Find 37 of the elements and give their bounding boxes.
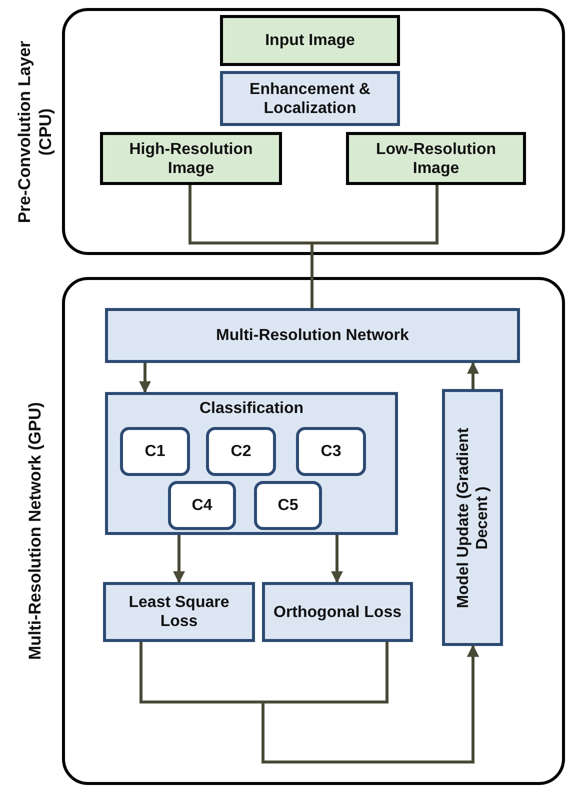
process-box — [220, 71, 400, 126]
classifier-box — [296, 427, 366, 476]
box-label: C1 — [144, 442, 166, 461]
connector-arrow — [467, 362, 479, 389]
module-panel — [105, 392, 398, 535]
box-label: Least Square Loss — [128, 593, 230, 631]
box-label: Enhancement & Localization — [248, 80, 372, 118]
group-container — [62, 277, 565, 785]
classifier-box — [254, 481, 322, 530]
process-box — [262, 582, 413, 642]
box-label: Low-Resolution Image — [375, 140, 497, 178]
box-label: Classification — [199, 399, 304, 418]
process-box — [346, 132, 526, 185]
connector-arrow — [331, 535, 343, 584]
process-box — [220, 15, 400, 66]
group-label: Multi-Resolution Network (GPU) — [24, 401, 46, 662]
process-box — [100, 132, 282, 185]
connector-arrow — [173, 535, 185, 584]
classifier-box — [206, 427, 276, 476]
group-container — [62, 8, 565, 255]
box-label: C4 — [192, 496, 212, 515]
process-box — [103, 582, 255, 642]
box-label: Orthogonal Loss — [274, 602, 402, 622]
box-label: Model Update (Gradient Decent ) — [454, 426, 492, 610]
box-label: Input Image — [265, 31, 355, 50]
connector-arrow — [262, 642, 479, 764]
connector-arrow — [139, 363, 151, 394]
box-label: C2 — [230, 442, 252, 461]
classifier-box — [168, 481, 236, 530]
box-label: High-Resolution Image — [128, 140, 254, 178]
classifier-box — [120, 427, 190, 476]
box-label: Multi-Resolution Network — [216, 326, 409, 345]
process-box — [105, 308, 520, 363]
box-label: C3 — [320, 442, 342, 461]
box-label: C5 — [278, 496, 298, 515]
process-box — [442, 389, 503, 646]
group-label: Pre-Convolution Layer (CPU) — [14, 39, 56, 225]
